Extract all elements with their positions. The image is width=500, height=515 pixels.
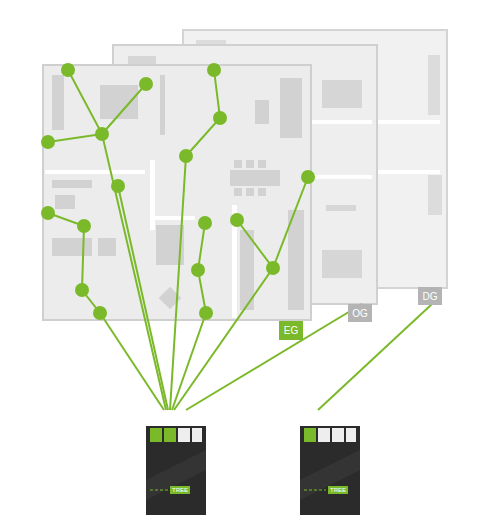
access-point-dot	[41, 63, 315, 320]
device-tag: TREE	[170, 486, 190, 494]
floor-label: EG	[279, 321, 303, 340]
floor-label: DG	[418, 287, 442, 305]
device-tag: TREE	[328, 486, 348, 494]
cable	[48, 70, 432, 410]
floor-label: OG	[348, 304, 372, 322]
switch-device	[146, 426, 206, 515]
floor-label-text: OG	[352, 308, 368, 319]
floor-label-text: EG	[284, 325, 298, 336]
floor-label-text: DG	[423, 291, 438, 302]
switch-device	[300, 426, 360, 515]
